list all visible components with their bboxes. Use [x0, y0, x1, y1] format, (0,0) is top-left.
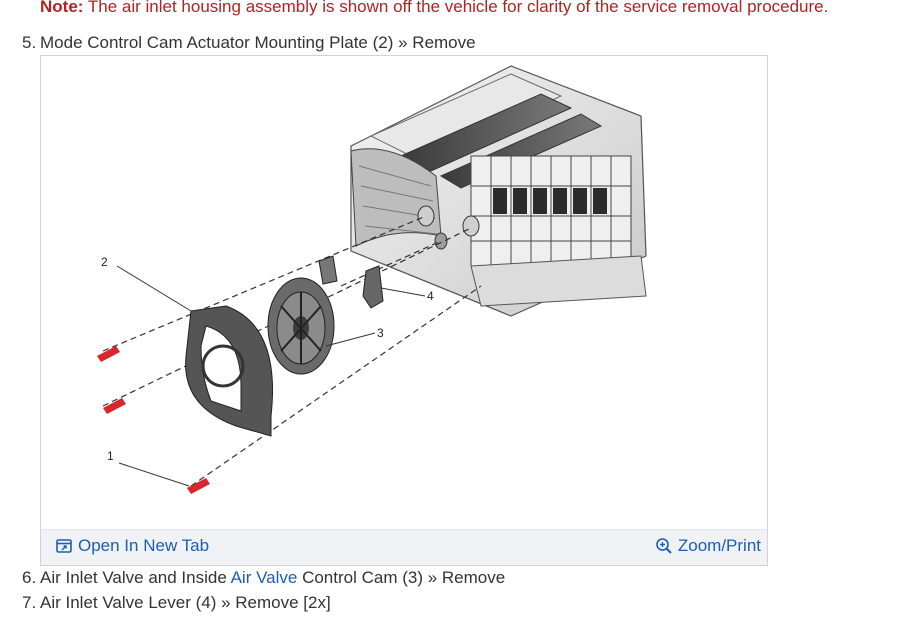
figure-toolbar: Open In New Tab Zoom/Print: [41, 529, 767, 565]
step-text-suffix: Control Cam (3) » Remove: [297, 568, 506, 587]
exploded-diagram: 2 3 4 1: [97, 65, 647, 494]
control-cam: [267, 277, 335, 375]
step-7: 7.Air Inlet Valve Lever (4) » Remove [2x…: [22, 593, 331, 613]
note-label: Note:: [40, 0, 84, 16]
callout-1: 1: [107, 449, 114, 463]
mounting-plate: [185, 305, 274, 437]
open-in-new-tab-button[interactable]: Open In New Tab: [55, 536, 209, 556]
step-5: 5.Mode Control Cam Actuator Mounting Pla…: [22, 33, 476, 53]
zoom-print-button[interactable]: Zoom/Print: [655, 536, 761, 556]
callout-2: 2: [101, 255, 108, 269]
fasteners: [97, 346, 210, 494]
bushing-part: [318, 255, 338, 285]
callout-3: 3: [377, 326, 384, 340]
step-number: 7.: [22, 593, 37, 612]
callout-4: 4: [427, 289, 434, 303]
step-text-prefix: Air Inlet Valve and Inside: [40, 568, 231, 587]
step-text: Air Inlet Valve Lever (4) » Remove [2x]: [40, 593, 331, 612]
step-number: 6.: [22, 568, 37, 587]
note: Note: The air inlet housing assembly is …: [40, 0, 828, 17]
step-6: 6.Air Inlet Valve and Inside Air Valve C…: [22, 568, 505, 588]
valve-lever: [362, 265, 384, 309]
step-text: Mode Control Cam Actuator Mounting Plate…: [40, 33, 476, 52]
step-number: 5.: [22, 33, 37, 52]
figure-panel: 2 3 4 1 Open In New Tab Zoom/Print: [40, 55, 768, 566]
open-in-new-tab-label: Open In New Tab: [78, 536, 210, 555]
note-text: The air inlet housing assembly is shown …: [87, 0, 829, 16]
external-tab-icon: [56, 539, 72, 553]
housing-assembly: [350, 65, 647, 317]
zoom-in-icon: [656, 538, 672, 554]
zoom-print-label: Zoom/Print: [677, 536, 761, 555]
air-valve-link[interactable]: Air Valve: [230, 568, 298, 587]
